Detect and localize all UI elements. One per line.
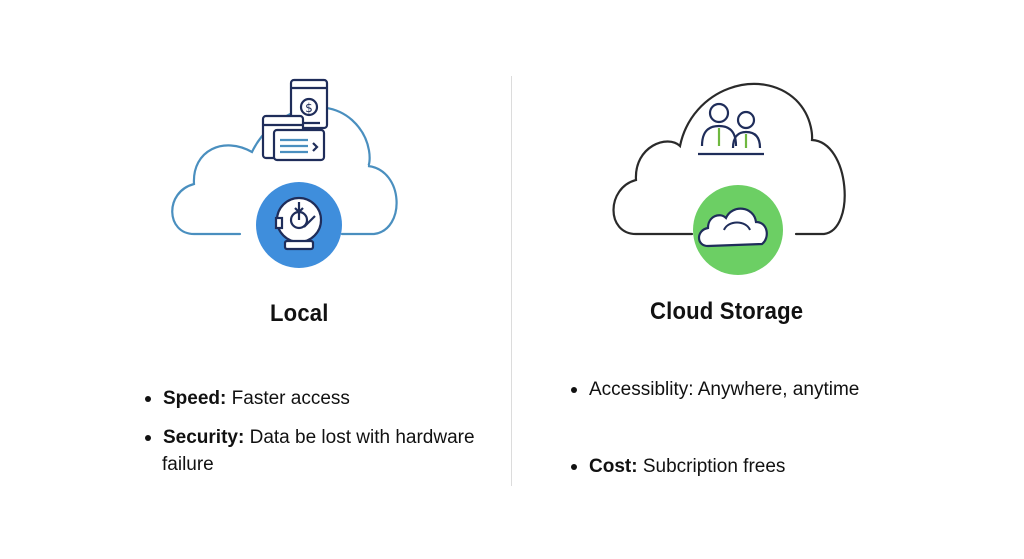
cloud-bullet-cost: Cost: Subcription frees	[571, 453, 786, 480]
local-illustration: $	[171, 78, 398, 268]
column-divider	[511, 76, 512, 486]
bullet-dot	[145, 435, 151, 441]
bullet-text: Subcription frees	[642, 456, 786, 477]
bullet-text: Data be lost with hardware	[249, 427, 475, 448]
cloud-bullet-accessibility: Accessiblity: Anywhere, anytime	[571, 376, 860, 403]
bullet-text: Accessiblity: Anywhere, anytime	[589, 379, 860, 400]
bullet-dot	[571, 464, 577, 470]
bullet-text: Faster access	[231, 388, 350, 409]
users-icon	[698, 102, 764, 156]
local-bullet-speed: Speed: Faster access	[145, 385, 350, 412]
cloud-illustration	[612, 82, 846, 275]
local-bullet-security: Security: Data be lost with hardware fai…	[145, 424, 475, 478]
bullet-line-1: Security: Data be lost with hardware	[163, 424, 475, 451]
hard-drive-icon	[274, 196, 323, 251]
bullet-label: Security:	[163, 427, 245, 448]
bullet-dot	[145, 396, 151, 402]
browser-window-icon	[261, 114, 326, 162]
bullet-line-2: failure	[162, 454, 214, 475]
local-heading: Local	[270, 300, 329, 327]
bullet-dot	[571, 387, 577, 393]
cloud-storage-heading: Cloud Storage	[650, 298, 804, 325]
cloud-icon	[697, 207, 768, 248]
bullet-label: Speed:	[163, 388, 227, 409]
svg-text:$: $	[305, 101, 313, 115]
bullet-label: Cost:	[589, 456, 638, 477]
cloud-outline	[612, 82, 846, 236]
